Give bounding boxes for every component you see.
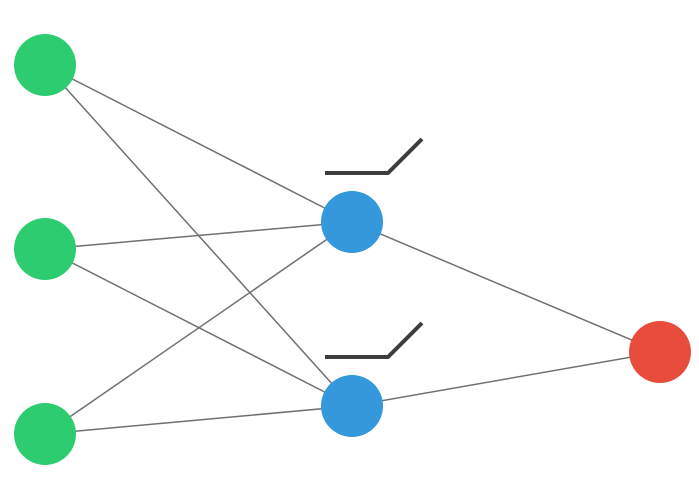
edge-hidden-0-to-output-0 [351, 221, 661, 353]
network-nodes [14, 34, 691, 465]
input-node-1 [14, 34, 76, 96]
input-node-2 [14, 218, 76, 280]
edge-input-2-to-hidden-1 [44, 405, 353, 435]
relu-activation-icon [325, 321, 424, 359]
edge-hidden-1-to-output-0 [351, 351, 661, 407]
hidden-node-2 [321, 375, 383, 437]
edge-input-0-to-hidden-0 [44, 64, 353, 223]
output-node-1 [629, 321, 691, 383]
activation-icons [325, 137, 424, 359]
edge-input-1-to-hidden-0 [44, 221, 353, 250]
input-node-3 [14, 403, 76, 465]
connection-edges [44, 64, 661, 435]
hidden-node-1 [321, 191, 383, 253]
edge-input-2-to-hidden-0 [44, 221, 353, 435]
relu-activation-icon [325, 137, 424, 175]
